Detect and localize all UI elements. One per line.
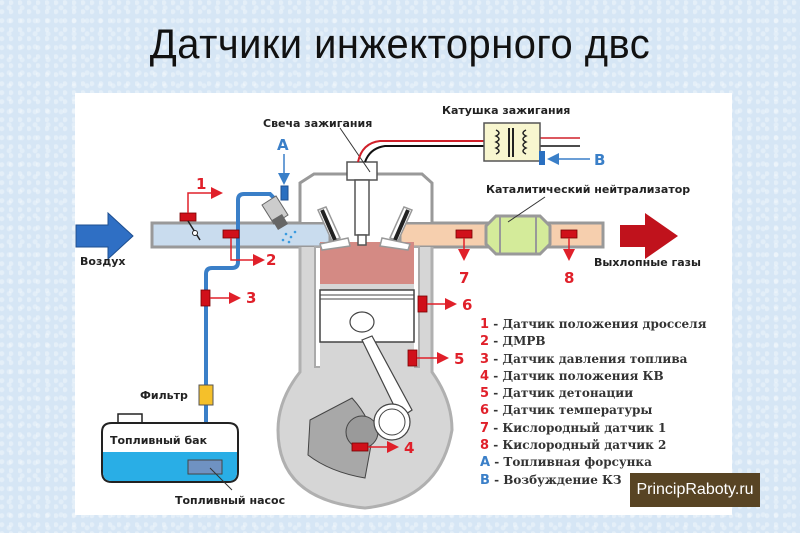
marker-3: 3 bbox=[246, 289, 256, 307]
air-arrow-icon bbox=[75, 211, 134, 261]
ignition-coil-label: Катушка зажигания bbox=[442, 104, 570, 117]
marker-2: 2 bbox=[266, 251, 276, 269]
spark-plug-label: Свеча зажигания bbox=[263, 117, 372, 130]
marker-6: 6 bbox=[462, 296, 472, 314]
fuel-pump-label: Топливный насос bbox=[175, 494, 285, 507]
marker-1: 1 bbox=[196, 175, 206, 193]
exhaust-valve bbox=[379, 206, 414, 251]
fuel-tank bbox=[101, 413, 239, 491]
sensor-2-maf bbox=[222, 229, 265, 266]
ignition-coil bbox=[483, 122, 545, 165]
catalytic-converter-label: Каталитический нейтрализатор bbox=[486, 183, 690, 196]
sensor-3-fuel-pressure bbox=[200, 289, 241, 307]
legend-item: 1 - Датчик положения дросселя bbox=[480, 317, 707, 332]
legend-item: 6 - Датчик температуры bbox=[480, 403, 653, 419]
sensor-1-throttle bbox=[179, 187, 223, 241]
sensor-8-oxygen-2 bbox=[560, 229, 578, 261]
legend-item: 4 - Датчик положения КВ bbox=[480, 368, 664, 384]
marker-a: A bbox=[277, 136, 289, 154]
catalytic-converter bbox=[484, 214, 552, 256]
legend-item: A - Топливная форсунка bbox=[480, 455, 652, 471]
spark-plug bbox=[339, 127, 378, 246]
legend-item: B - Возбуждение КЗ bbox=[480, 472, 622, 488]
legend-item: 2 - ДМРВ bbox=[480, 334, 546, 350]
legend: 1 - Датчик положения дросселя 2 - ДМРВ 3… bbox=[480, 316, 707, 489]
sensor-5-knock bbox=[407, 349, 449, 367]
slide-title: Датчики инжекторного двс bbox=[149, 20, 651, 67]
intake-manifold bbox=[150, 221, 332, 249]
marker-5: 5 bbox=[454, 350, 464, 368]
exhaust-label: Выхлопные газы bbox=[594, 256, 701, 269]
fuel-injector bbox=[261, 185, 297, 244]
legend-item: 7 - Кислородный датчик 1 bbox=[480, 420, 667, 436]
marker-4: 4 bbox=[404, 439, 414, 457]
marker-8: 8 bbox=[564, 269, 574, 287]
sensor-7-oxygen-1 bbox=[455, 229, 473, 261]
legend-item: 5 - Датчик детонации bbox=[480, 386, 634, 402]
marker-7: 7 bbox=[459, 269, 469, 287]
legend-item: 3 - Датчик давления топлива bbox=[480, 351, 688, 367]
filter-label: Фильтр bbox=[140, 389, 188, 402]
exhaust-arrow-icon bbox=[620, 213, 678, 259]
watermark-badge: PrincipRaboty.ru bbox=[630, 473, 760, 507]
marker-b: B bbox=[594, 151, 605, 169]
intake-valve bbox=[316, 206, 351, 251]
air-label: Воздух bbox=[80, 255, 125, 268]
legend-item: 8 - Кислородный датчик 2 bbox=[480, 438, 667, 454]
sensor-6-temperature bbox=[417, 295, 457, 313]
connecting-rod bbox=[361, 335, 413, 419]
fuel-tank-label: Топливный бак bbox=[110, 434, 208, 447]
sensor-4-crankshaft bbox=[351, 441, 399, 453]
fuel-filter bbox=[198, 384, 214, 406]
